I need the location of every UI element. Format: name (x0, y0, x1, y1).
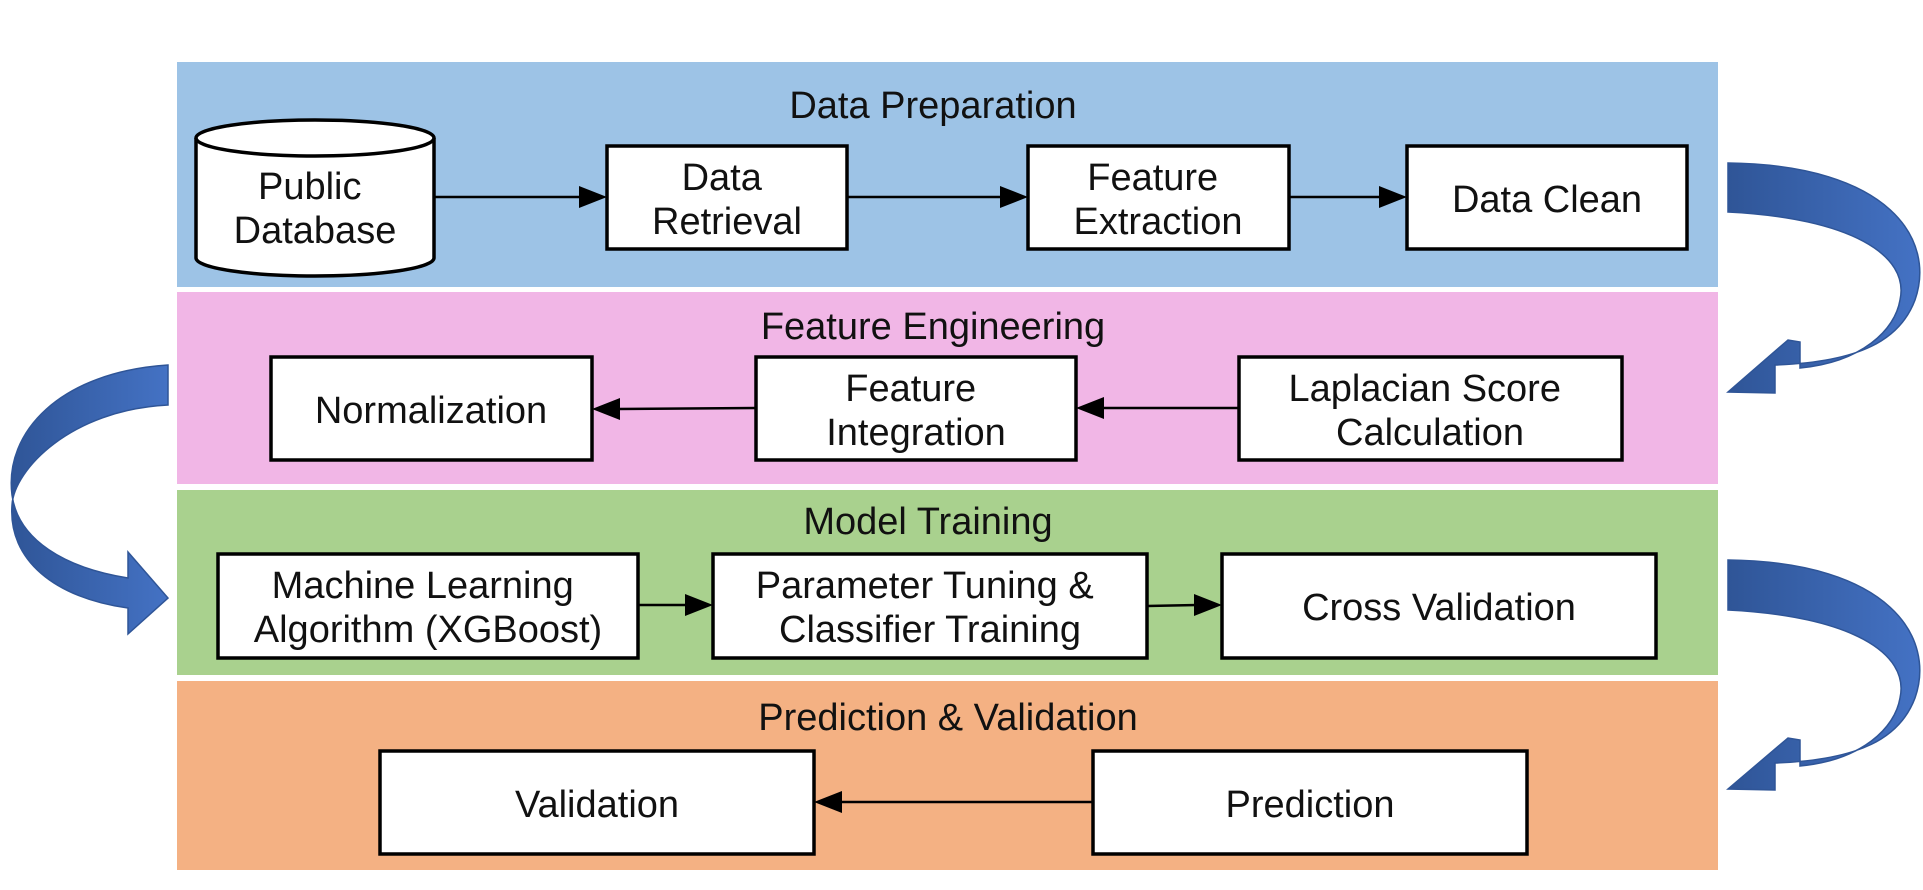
cross-validation-label: Cross Validation (1302, 587, 1576, 629)
parameter-tuning-label-line-2: Classifier Training (779, 609, 1081, 651)
laplacian-score-box (1237, 355, 1624, 462)
arrowhead-retrieval-to-extraction (1000, 186, 1028, 208)
laplacian-score-label-line-1: Laplacian Score (1288, 368, 1561, 410)
arrowhead-database-to-retrieval (579, 186, 607, 208)
data-clean-node: Data Clean (1405, 144, 1689, 251)
database-cylinder-top (194, 118, 436, 158)
validation-label: Validation (515, 784, 679, 826)
data-retrieval-box (605, 144, 849, 251)
cross-validation-node: Cross Validation (1220, 552, 1658, 660)
band-title-model-training: Model Training (803, 501, 1052, 543)
data-clean-box (1405, 144, 1689, 251)
arrow-integration-to-normalization (616, 406, 757, 411)
arrowhead-extraction-to-clean (1379, 186, 1407, 208)
feature-integration-label-line-1: Feature (845, 368, 976, 410)
laplacian-score-node: Laplacian Score Calculation (1237, 355, 1624, 462)
feature-integration-node: Feature Integration (754, 355, 1078, 462)
data-retrieval-node: Data Retrieval (605, 144, 849, 251)
machine-learning-label-line-1: Machine Learning (272, 565, 574, 607)
parameter-tuning-label: Parameter Tuning & Classifier Training (756, 565, 1105, 651)
data-retrieval-label-line-2: Retrieval (652, 201, 802, 243)
cross-validation-box (1220, 552, 1658, 660)
parameter-tuning-node: Parameter Tuning & Classifier Training (711, 552, 1149, 660)
public-database-label: Public Database (234, 166, 397, 252)
feature-extraction-label-line-2: Extraction (1074, 201, 1243, 243)
validation-node: Validation (378, 749, 816, 856)
validation-box (378, 749, 816, 856)
laplacian-score-label: Laplacian Score Calculation (1288, 368, 1571, 454)
laplacian-score-label-line-2: Calculation (1336, 412, 1524, 454)
data-retrieval-label-line-1: Data (682, 157, 763, 199)
arrowhead-tuning-to-crossval (1194, 594, 1222, 616)
prediction-label: Prediction (1226, 784, 1395, 826)
public-database-node: Public Database (194, 118, 436, 278)
curved-arrow-training-to-prediction-icon (1726, 559, 1921, 791)
feature-extraction-node: Feature Extraction (1026, 144, 1291, 251)
feature-integration-label: Feature Integration (826, 368, 1006, 454)
machine-learning-label: Machine Learning Algorithm (XGBoost) (254, 565, 602, 651)
machine-learning-node: Machine Learning Algorithm (XGBoost) (216, 552, 640, 660)
arrowhead-laplacian-to-integration (1076, 397, 1104, 419)
public-database-label-line-1: Public (258, 166, 362, 208)
curved-arrow-engineering-to-training-icon (10, 364, 170, 636)
prediction-box (1091, 749, 1529, 856)
machine-learning-box (216, 552, 640, 660)
feature-extraction-label-line-1: Feature (1087, 157, 1218, 199)
data-retrieval-label: Data Retrieval (652, 157, 802, 243)
band-title-feature-engineering: Feature Engineering (761, 306, 1105, 348)
normalization-label: Normalization (315, 390, 547, 432)
machine-learning-label-line-2: Algorithm (XGBoost) (254, 609, 602, 651)
arrowhead-prediction-to-validation (814, 791, 842, 813)
arrowhead-algorithm-to-tuning (685, 594, 713, 616)
arrowhead-integration-to-normalization (592, 398, 620, 420)
band-title-data-preparation: Data Preparation (789, 85, 1076, 127)
feature-extraction-box (1026, 144, 1291, 251)
parameter-tuning-label-line-1: Parameter Tuning & (756, 565, 1094, 607)
feature-extraction-label: Feature Extraction (1074, 157, 1243, 243)
prediction-node: Prediction (1091, 749, 1529, 856)
data-clean-label: Data Clean (1452, 179, 1642, 221)
normalization-box (269, 355, 594, 462)
band-title-prediction-validation: Prediction & Validation (758, 697, 1138, 739)
feature-integration-box (754, 355, 1078, 462)
curved-arrow-preparation-to-engineering-icon (1726, 162, 1921, 394)
feature-integration-label-line-2: Integration (826, 412, 1006, 454)
arrow-tuning-to-crossval (1146, 603, 1198, 608)
database-cylinder-icon (194, 138, 436, 278)
public-database-label-line-2: Database (234, 210, 397, 252)
normalization-node: Normalization (269, 355, 594, 462)
